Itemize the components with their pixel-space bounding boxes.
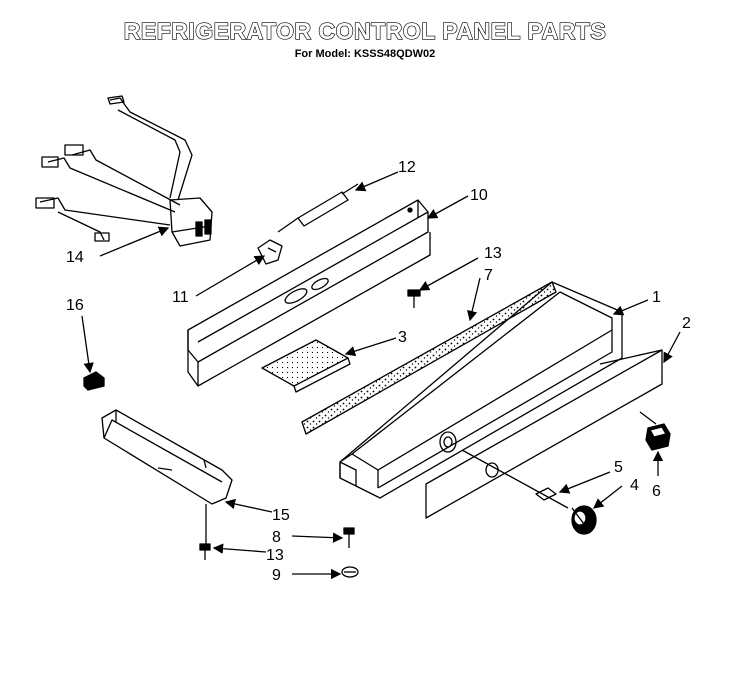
callout-8: 8 <box>272 529 281 546</box>
control-board-part <box>261 339 351 393</box>
callout-9: 9 <box>272 567 281 584</box>
clip-part <box>257 239 283 265</box>
callout-5: 5 <box>614 459 623 476</box>
callout-6: 6 <box>652 483 661 500</box>
callout-13-lower: 13 <box>266 547 284 564</box>
screw-part-upper <box>407 289 421 308</box>
front-trim-panel-part <box>425 349 663 519</box>
knob-insert-part <box>461 449 569 509</box>
callout-4: 4 <box>630 477 639 494</box>
callout-3: 3 <box>398 329 407 346</box>
gasket-strip-part <box>301 281 557 435</box>
callout-13-upper: 13 <box>484 245 502 262</box>
mounting-bracket-part <box>187 199 431 387</box>
callout-10: 10 <box>470 187 488 204</box>
callout-12: 12 <box>398 159 416 176</box>
callout-2: 2 <box>682 315 691 332</box>
page-title: REFRIGERATOR CONTROL PANEL PARTS <box>123 17 607 44</box>
bottom-cover-part <box>101 409 233 505</box>
callout-11: 11 <box>172 289 189 306</box>
callout-7: 7 <box>484 267 493 284</box>
screw-part-lower <box>199 504 211 560</box>
leader-lines <box>81 171 681 580</box>
callout-16: 16 <box>66 297 84 314</box>
callout-15: 15 <box>272 507 290 524</box>
callout-14: 14 <box>66 249 84 266</box>
switch-part <box>639 411 671 451</box>
control-housing-part <box>339 281 623 499</box>
sensor-tube-part <box>277 183 359 233</box>
model-subtitle: For Model: KSSS48QDW02 <box>294 48 436 60</box>
small-bracket-part <box>83 371 105 391</box>
screw-part-8 <box>343 527 355 548</box>
clip-nut-part-9 <box>341 566 359 578</box>
control-knob-part <box>571 505 597 535</box>
callout-1: 1 <box>652 289 661 306</box>
wiring-harness-part <box>35 95 213 247</box>
